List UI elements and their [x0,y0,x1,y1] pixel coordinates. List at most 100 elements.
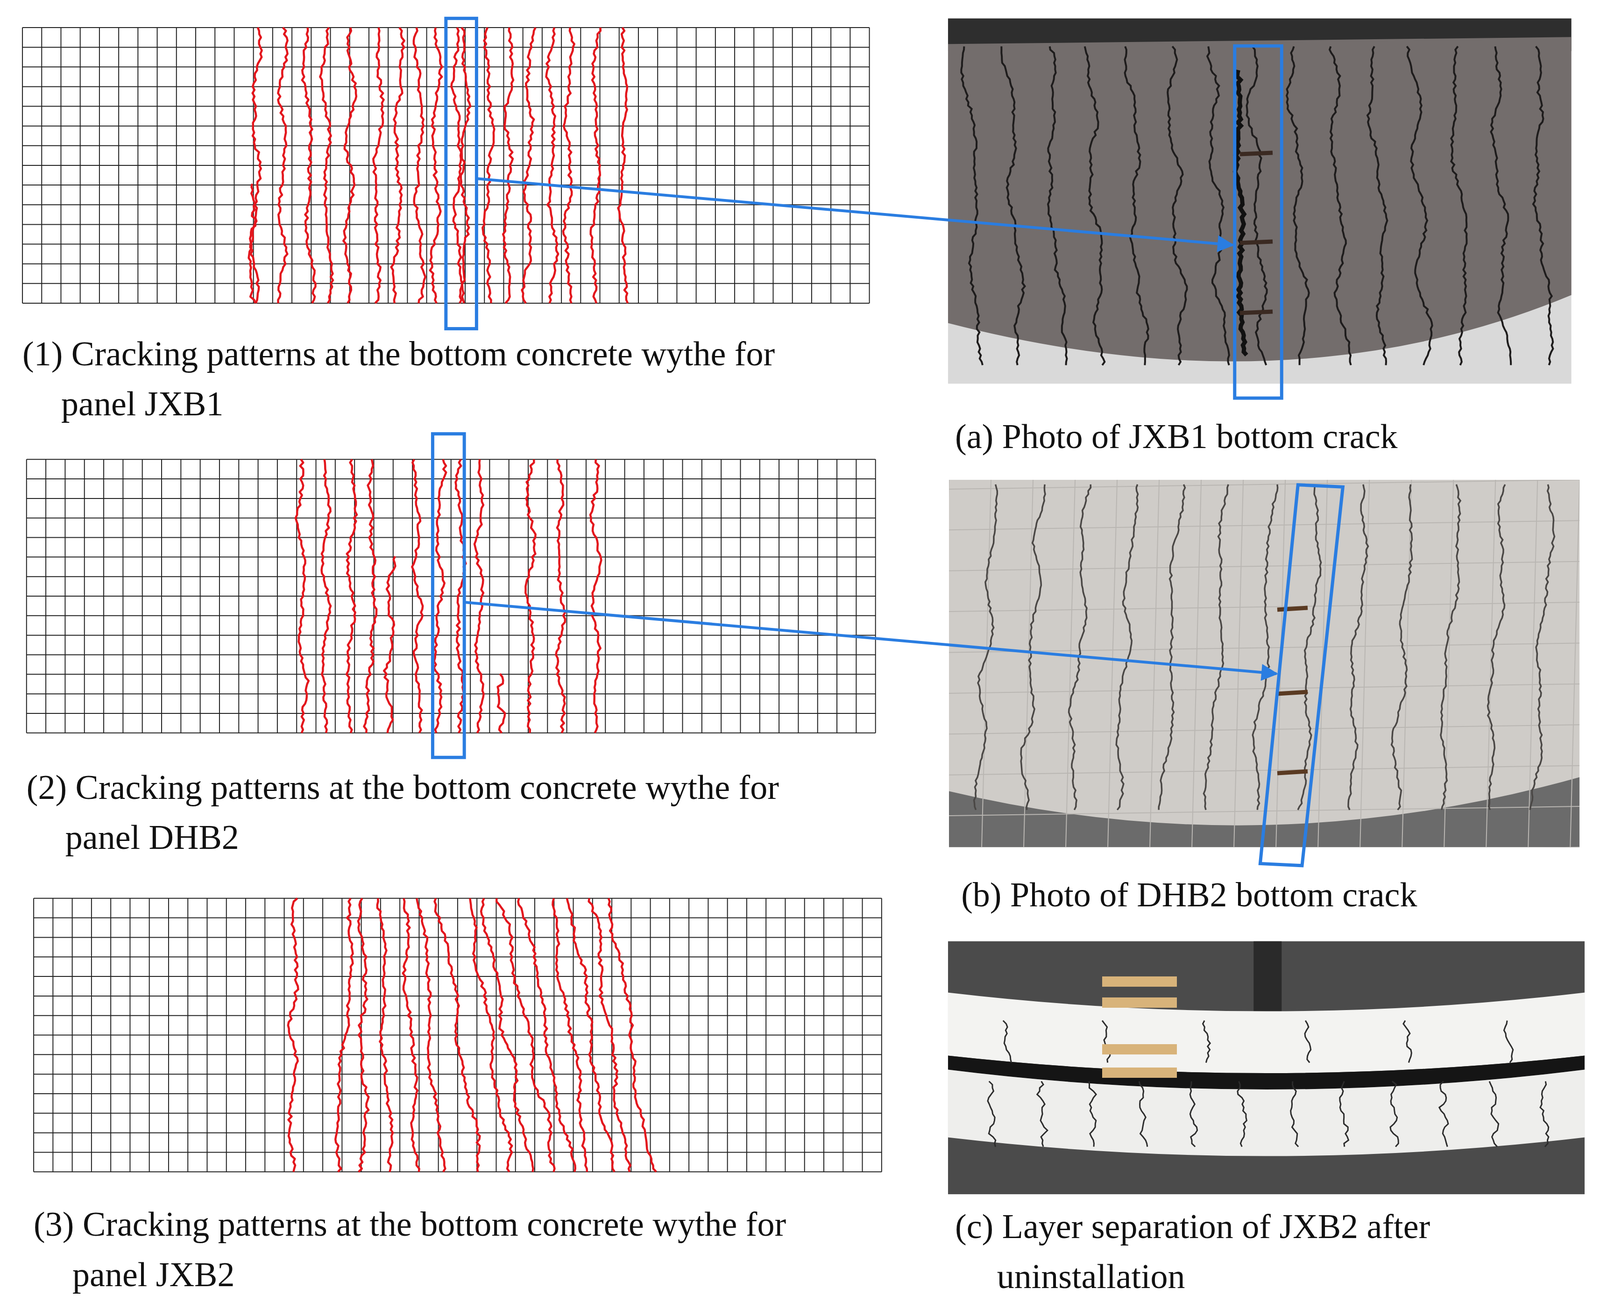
photo-crack [1003,1020,1012,1063]
photo-grid [948,520,1580,530]
photo-grid [948,479,1580,489]
photo-crack [1297,484,1322,810]
crack [250,27,262,304]
crack [482,27,495,304]
photo-grid [1233,479,1244,848]
top-wythe [948,992,1585,1074]
highlight-box [1260,484,1343,866]
crack [496,898,555,1172]
crack [430,27,443,304]
bottom-wythe [948,1069,1585,1156]
grid-line [33,917,882,919]
photo-grid [948,561,1580,571]
photo-crack [1203,1020,1211,1063]
photo-ground [948,18,1572,384]
grid [33,898,882,1172]
photo-crack [1252,484,1278,810]
crack [413,27,426,304]
crack [295,459,309,733]
grid-line [33,1132,882,1133]
crack [373,27,384,304]
crack [346,459,357,733]
crack [277,27,288,304]
crack-lines [248,27,629,304]
crack [451,27,464,304]
grid-line [26,575,876,577]
photo-crack [1116,484,1138,810]
photo-grid [1191,479,1202,848]
grid-line [26,478,876,480]
grid-line [26,517,876,519]
photo-crack [1529,484,1555,810]
highlight-box [432,433,465,758]
crack [343,27,357,304]
photo-crack [1533,46,1554,365]
crack [590,27,601,304]
caption-box: (2) Cracking patterns at the bottom conc… [26,762,850,863]
arrow-connector [464,601,1277,674]
grid-line [26,556,876,558]
gauge-mark [1277,691,1308,694]
grid-line [26,537,876,539]
photo-crack [1391,484,1413,810]
photo-crack [1290,1081,1299,1147]
arrow-connector [476,178,1233,245]
crack [608,898,657,1172]
gauge-mark [1239,241,1273,243]
photo-grid [948,479,950,848]
photo-crack [1207,46,1230,365]
photo-ground [948,479,1580,848]
photo-crack [1440,484,1461,810]
grid-line [26,732,876,734]
photo-crack [1451,46,1467,365]
gauge-mark [1239,311,1273,313]
caption-box: (c) Layer separation of JXB2 after unins… [955,1201,1590,1302]
gauge-mark [1277,771,1308,773]
grid-line [26,712,876,714]
photo-crack [1237,1081,1247,1147]
crack [411,459,423,733]
grid-line [33,936,882,938]
crack [555,459,566,733]
crack [358,898,369,1172]
gauge-mark [1239,152,1273,155]
photo-panel: (b) Photo of DHB2 bottom crack [948,479,1580,848]
photo-grid [1401,479,1412,848]
crack [566,898,615,1172]
photo-crack [1167,46,1187,365]
highlight-box [446,18,477,329]
photo-grid [1486,479,1496,848]
crack-lines [288,898,657,1172]
crack [383,556,396,733]
photo-crack [1084,46,1105,365]
crack [525,459,536,733]
crack-grid: (1) Cracking patterns at the bottom conc… [22,27,870,304]
photo-crack [1487,484,1506,810]
crack [563,27,575,304]
photo-jxb2 [948,941,1585,1195]
crack [416,898,446,1172]
photo-crack [1037,1081,1048,1147]
photo-crack [1189,1081,1197,1147]
crack [617,27,628,304]
crack [502,27,514,304]
photo-crack [1503,1020,1513,1063]
crack [588,898,631,1172]
crack [403,898,420,1172]
grid-line [26,595,876,597]
grid-line [26,615,876,616]
photo-grid [1065,479,1076,848]
grid-line [33,955,882,957]
gauge-mark [1277,607,1308,610]
photo-ground [948,941,1585,1195]
crack-grid: (3) Cracking patterns at the bottom conc… [33,898,882,1172]
caption-box: (3) Cracking patterns at the bottom conc… [33,1198,857,1300]
crack [459,27,471,304]
photo-grid [948,724,1580,734]
crack [363,459,377,733]
photo-crack [1139,1081,1148,1147]
photo-grid [1107,479,1118,848]
photo-crack [1329,46,1352,365]
